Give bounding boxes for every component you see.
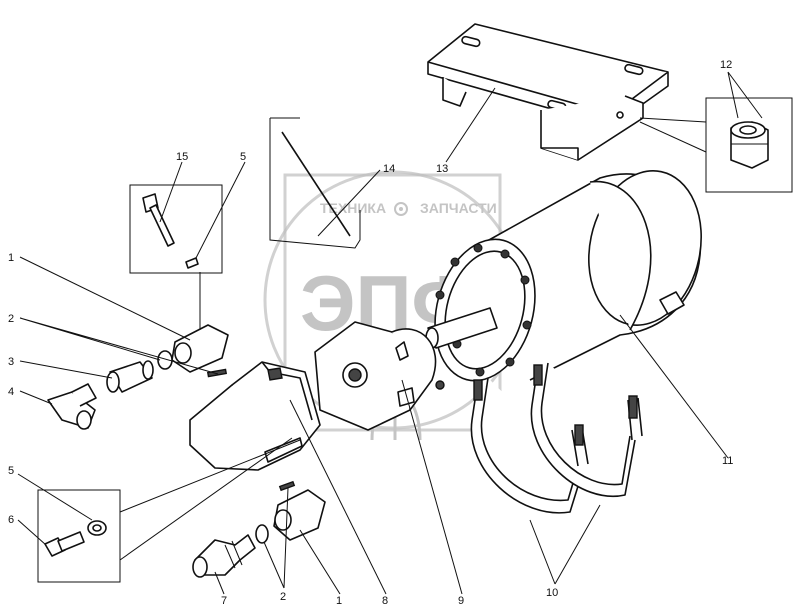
bolt-detail: [129, 184, 223, 274]
o-ring-upper: [157, 350, 173, 370]
callout-10: 10: [546, 587, 558, 599]
callout-11: 11: [722, 455, 733, 467]
callout-2-lower: 2: [280, 591, 286, 603]
mounting-bracket: [427, 23, 669, 161]
valve-housing: [189, 361, 321, 471]
callout-1-upper: 1: [8, 252, 14, 264]
watermark-right-text: ЗАПЧАСТИ: [420, 200, 497, 216]
elbow-fitting: [47, 383, 97, 430]
callout-7: 7: [221, 595, 227, 607]
callout-9: 9: [458, 595, 464, 607]
rod-detail: [269, 117, 361, 249]
bolt-washer-detail: [37, 489, 121, 583]
callout-5-upper: 5: [240, 151, 246, 163]
callout-4: 4: [8, 386, 14, 398]
callout-8: 8: [382, 595, 388, 607]
callout-13: 13: [436, 163, 448, 175]
leader-lines: [17, 71, 763, 595]
union-body-lower: [273, 480, 326, 541]
o-ring-lower: [255, 524, 269, 544]
callout-labels: 1 2 3 4 5 6 7 2 1 8 9 10 11 12 13 14 15 …: [8, 59, 733, 607]
fitting-lower: [192, 534, 256, 578]
gear-icon: [394, 202, 408, 216]
pump-unit: [314, 321, 445, 431]
callout-5-lower: 5: [8, 465, 14, 477]
nut-detail: [705, 97, 793, 193]
callout-14: 14: [383, 163, 395, 175]
callout-15: 15: [176, 151, 188, 163]
callout-12: 12: [720, 59, 732, 71]
callout-6: 6: [8, 514, 14, 526]
union-body-upper: [171, 324, 229, 378]
sleeve: [106, 360, 154, 393]
u-clamps: [470, 362, 643, 514]
callout-1-lower: 1: [336, 595, 342, 607]
callout-3: 3: [8, 356, 14, 368]
callout-2-upper: 2: [8, 313, 14, 325]
watermark-top-text: ТЕХНИКА: [320, 200, 386, 216]
